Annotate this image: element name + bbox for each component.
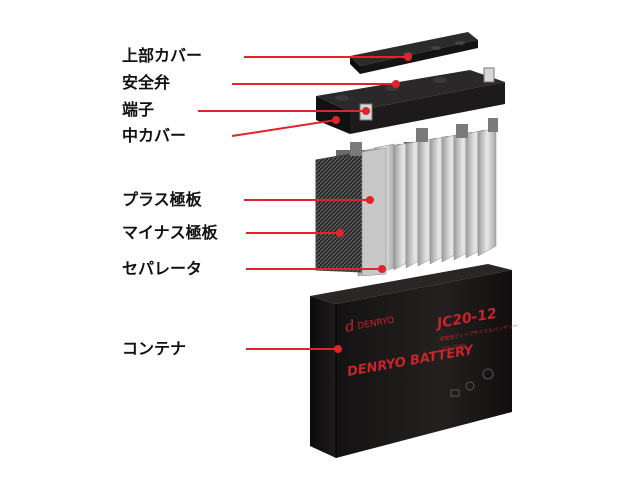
terminal-right xyxy=(483,67,495,83)
leader-top-cover xyxy=(244,53,412,61)
plate-stack xyxy=(315,118,498,277)
label-container: コンテナ xyxy=(122,339,187,358)
middle-cover-part xyxy=(316,67,505,134)
plate-face xyxy=(315,151,363,273)
product-rating: 12V 20Ah xyxy=(441,343,466,353)
container-part: d DENRYO DENRYO BATTERY JC20-12 密閉型ディープサ… xyxy=(310,264,518,458)
top-cover-part xyxy=(350,32,478,74)
label-positive-plate: プラス極板 xyxy=(122,190,202,209)
leader-safety-valve xyxy=(232,80,400,88)
leader-middle-cover xyxy=(231,116,340,137)
leader-separator xyxy=(246,265,386,273)
recycle-mark-icon xyxy=(482,368,494,380)
separator-edge xyxy=(361,147,387,277)
leader-lines xyxy=(198,53,412,353)
label-safety-valve: 安全弁 xyxy=(122,73,171,92)
label-separator: セパレータ xyxy=(122,259,203,278)
label-top-cover: 上部カバー xyxy=(122,46,203,65)
label-middle-cover: 中カバー xyxy=(122,126,187,145)
label-terminal: 端子 xyxy=(122,100,155,119)
warning-mark-icon xyxy=(465,381,475,391)
leader-positive-plate xyxy=(244,196,374,204)
leader-terminal xyxy=(198,107,370,115)
svg-text:d: d xyxy=(344,317,357,336)
leader-negative-plate xyxy=(246,229,344,237)
label-negative-plate: マイナス極板 xyxy=(122,223,218,242)
disposal-mark-icon xyxy=(450,389,460,397)
leader-container xyxy=(246,345,342,353)
